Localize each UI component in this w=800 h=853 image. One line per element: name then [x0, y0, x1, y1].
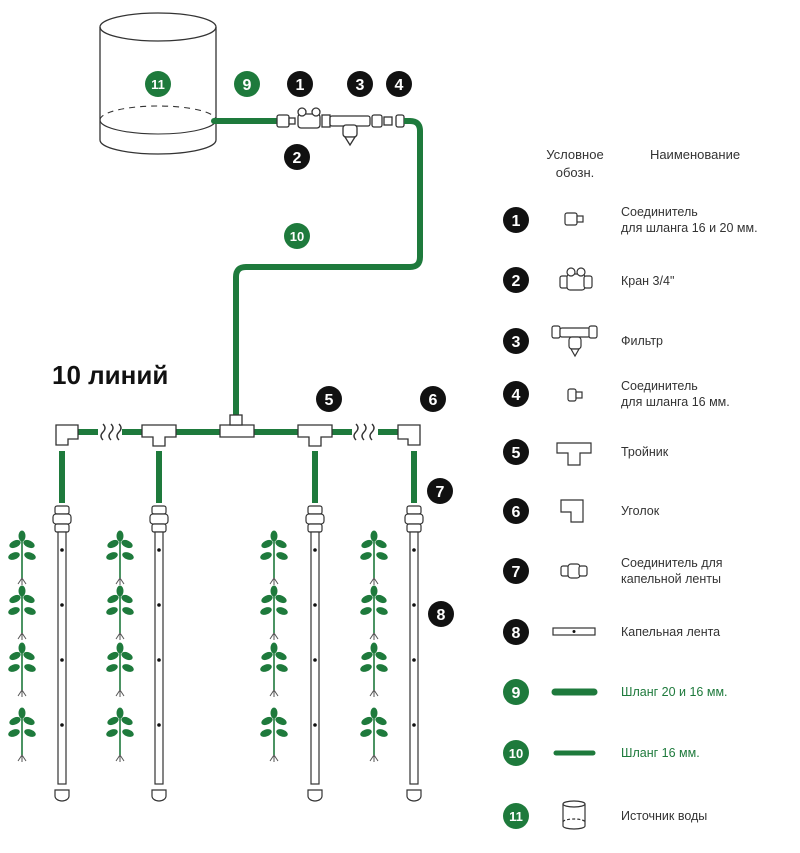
main-line-fittings — [55, 414, 421, 447]
callout-9: 9 — [234, 71, 260, 97]
legend-symbol-header: Условное — [546, 147, 603, 162]
callout-6: 6 — [420, 386, 446, 412]
legend-row-10: 10 Шланг 16 мм. — [503, 740, 700, 766]
callout-8: 8 — [428, 601, 454, 627]
callout-3: 3 — [347, 71, 373, 97]
svg-text:Тройник: Тройник — [621, 445, 669, 459]
legend-symbol-header-2: обозн. — [556, 165, 595, 180]
svg-text:2: 2 — [512, 273, 521, 290]
svg-text:7: 7 — [436, 484, 445, 501]
drip-tape-icon — [552, 627, 596, 636]
svg-text:Соединитель: Соединитель — [621, 379, 698, 393]
hose-10 — [233, 118, 423, 417]
svg-text:Шланг 20 и 16 мм.: Шланг 20 и 16 мм. — [621, 685, 728, 699]
svg-text:Уголок: Уголок — [621, 504, 660, 518]
svg-text:капельной ленты: капельной ленты — [621, 572, 721, 586]
svg-text:Капельная лента: Капельная лента — [621, 625, 720, 639]
legend-row-5: 5 Тройник — [503, 439, 669, 466]
legend-row-6: 6 Уголок — [503, 498, 660, 524]
water-source-icon — [562, 800, 586, 830]
main-line — [78, 423, 398, 441]
svg-text:8: 8 — [512, 625, 521, 642]
connector-small-icon — [567, 388, 583, 402]
svg-text:9: 9 — [243, 77, 252, 94]
svg-text:6: 6 — [429, 392, 438, 409]
svg-text:3: 3 — [512, 334, 521, 351]
legend-row-2: 2 Кран 3/4" — [503, 267, 674, 293]
svg-text:1: 1 — [512, 213, 521, 230]
svg-text:11: 11 — [151, 77, 165, 92]
callout-7: 7 — [427, 478, 453, 504]
inlet-fittings — [276, 107, 405, 147]
callout-5: 5 — [316, 386, 342, 412]
svg-text:9: 9 — [512, 685, 521, 702]
svg-text:4: 4 — [512, 387, 521, 404]
drip-tape-connector-icon — [560, 563, 588, 579]
diagram-callouts: 1 2 3 4 5 6 7 8 9 10 11 — [145, 71, 454, 627]
callout-11: 11 — [145, 71, 171, 97]
svg-text:3: 3 — [356, 77, 365, 94]
svg-text:Источник воды: Источник воды — [621, 809, 707, 823]
drip-holes — [60, 548, 416, 727]
svg-text:5: 5 — [512, 445, 521, 462]
legend: Условное обозн. Наименование 1 Соедините… — [503, 147, 758, 830]
svg-text:6: 6 — [512, 504, 521, 521]
legend-row-7: 7 Соединитель для капельной ленты — [503, 556, 723, 586]
svg-text:5: 5 — [325, 392, 334, 409]
drip-tapes — [52, 505, 424, 802]
svg-text:10: 10 — [290, 229, 304, 244]
svg-text:11: 11 — [509, 809, 523, 824]
callout-1: 1 — [287, 71, 313, 97]
svg-text:7: 7 — [512, 564, 521, 581]
svg-text:2: 2 — [293, 150, 302, 167]
svg-text:1: 1 — [296, 77, 305, 94]
svg-text:для шланга 16 мм.: для шланга 16 мм. — [621, 395, 730, 409]
legend-name-header: Наименование — [650, 147, 740, 162]
filter-icon — [551, 325, 598, 358]
svg-text:Шланг 16 мм.: Шланг 16 мм. — [621, 746, 700, 760]
svg-text:4: 4 — [395, 77, 404, 94]
callout-2: 2 — [284, 144, 310, 170]
legend-row-4: 4 Соединитель для шланга 16 мм. — [503, 379, 730, 409]
legend-row-1: 1 Соединитель для шланга 16 и 20 мм. — [503, 205, 758, 235]
tee-icon — [556, 442, 592, 466]
svg-text:8: 8 — [437, 607, 446, 624]
legend-row-8: 8 Капельная лента — [503, 619, 720, 645]
elbow-icon — [560, 499, 584, 523]
legend-row-9: 9 Шланг 20 и 16 мм. — [503, 679, 728, 705]
callout-10: 10 — [284, 223, 310, 249]
svg-text:для шланга 16 и 20 мм.: для шланга 16 и 20 мм. — [621, 221, 758, 235]
svg-text:Соединитель для: Соединитель для — [621, 556, 723, 570]
svg-text:Кран 3/4": Кран 3/4" — [621, 274, 674, 288]
valve-icon — [559, 267, 593, 291]
legend-row-3: 3 Фильтр — [503, 325, 663, 358]
svg-text:Фильтр: Фильтр — [621, 334, 663, 348]
svg-text:Соединитель: Соединитель — [621, 205, 698, 219]
lines-count-label: 10 линий — [52, 360, 168, 390]
feeder-hoses — [59, 451, 417, 503]
svg-text:10: 10 — [509, 746, 523, 761]
legend-row-11: 11 Источник воды — [503, 800, 707, 830]
callout-4: 4 — [386, 71, 412, 97]
connector-icon — [564, 212, 584, 226]
